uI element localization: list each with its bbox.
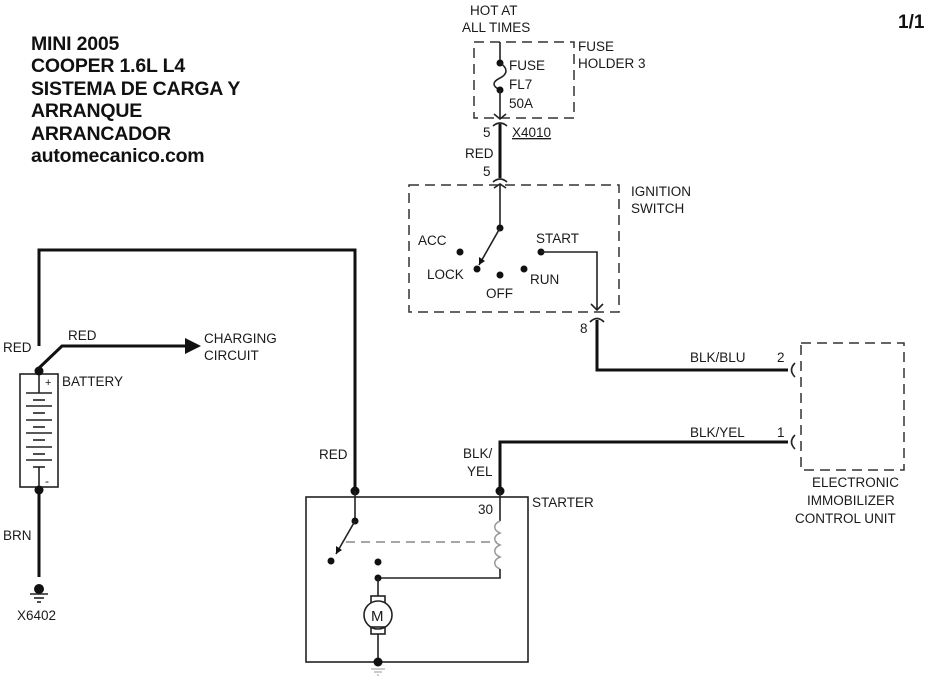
position-start: START (536, 231, 579, 246)
immobilizer-pin-1: 1 (777, 425, 785, 440)
connector-x4010: 5 X4010 RED 5 (465, 113, 551, 189)
connector-male-icon-3 (590, 303, 604, 312)
start-output-lead (541, 251, 598, 310)
battery-cells-icon (26, 375, 52, 486)
charging-wire-label: RED (68, 328, 97, 343)
connector-female-icon-3 (589, 317, 605, 323)
fuse-holder-label-1: FUSE (578, 39, 614, 54)
title-line-vehicle: MINI 2005 (31, 33, 120, 55)
immobilizer-connector-2-icon (790, 362, 796, 378)
charging-circuit-label-2: CIRCUIT (204, 348, 259, 363)
ignition-switch-outline (408, 184, 620, 313)
x4010-pin-bottom: 5 (483, 164, 491, 179)
immobilizer-label-3: CONTROL UNIT (795, 511, 896, 526)
x4010-name: X4010 (512, 125, 551, 140)
wire-label-blk-yel: BLK/YEL (690, 425, 745, 440)
immobilizer-control-unit: ELECTRONIC IMMOBILIZER CONTROL UNIT (795, 342, 905, 526)
fuse-holder-outline (473, 41, 575, 119)
page-number: 1/1 (898, 12, 925, 33)
starter-main-wire-label: RED (319, 447, 348, 462)
starter-outline (305, 496, 529, 663)
hot-at-label: HOT AT (470, 3, 518, 18)
position-off: OFF (486, 286, 513, 301)
battery-wire-top-label: RED (3, 340, 32, 355)
connector-male-icon (493, 113, 507, 121)
fuse-holder-label-2: HOLDER 3 (578, 56, 646, 71)
title-line-component: ARRANCADOR (31, 122, 171, 145)
starter: RED BLK/ YEL STARTER 30 M (305, 446, 594, 676)
contact-acc (456, 248, 464, 256)
fuse-holder: FUSE HOLDER 3 FUSE FL7 50A (473, 39, 646, 119)
wire-red-charging (37, 344, 185, 370)
diagram-title-block: MINI 2005 COOPER 1.6L L4 SISTEMA DE CARG… (31, 33, 240, 167)
fuse-rating: 50A (509, 96, 533, 111)
battery-minus: - (45, 474, 49, 488)
all-times-label: ALL TIMES (462, 20, 530, 35)
ignition-switch-arm (478, 227, 501, 266)
battery-plus: + (45, 377, 51, 389)
battery: RED RED CHARGING CIRCUIT + - BATTERY (3, 248, 357, 623)
wire-blk-yel (498, 440, 788, 491)
ignition-label-1: IGNITION (631, 184, 691, 199)
starter-control-wire-label-2: YEL (467, 464, 493, 479)
immobilizer-connector-1-icon (790, 434, 796, 450)
charging-circuit-label-1: CHARGING (204, 331, 277, 346)
starter-ground-icon (371, 668, 385, 676)
switch-arrow-icon (479, 257, 485, 265)
contact-lock (473, 265, 481, 273)
wire-red-battery-to-starter (37, 248, 357, 491)
starter-control-wire-label-1: BLK/ (463, 446, 493, 461)
motor-symbol: M (371, 608, 384, 625)
ignition-output-pin: 8 (580, 321, 588, 336)
x4010-pin-top: 5 (483, 125, 491, 140)
immobilizer-label-2: IMMOBILIZER (807, 493, 895, 508)
position-lock: LOCK (427, 267, 464, 282)
connector-female-icon-2 (492, 178, 508, 183)
title-line-website: automecanico.com (31, 145, 205, 168)
title-line-system: SISTEMA DE CARGA Y (31, 77, 241, 100)
contact-off (496, 271, 504, 279)
title-line-engine: COOPER 1.6L L4 (31, 55, 185, 78)
solenoid-coil-icon (494, 520, 502, 570)
ground-point-label: X6402 (17, 608, 56, 623)
title-line-system-cont: ARRANQUE (31, 100, 143, 123)
ignition-label-2: SWITCH (631, 201, 684, 216)
fuse-id: FL7 (509, 77, 532, 92)
starter-label: STARTER (532, 495, 594, 510)
position-acc: ACC (418, 233, 447, 248)
immobilizer-outline (800, 342, 905, 471)
starter-terminal-30: 30 (478, 502, 493, 517)
x4010-wire-color: RED (465, 146, 494, 161)
ignition-switch: IGNITION SWITCH ACC LOCK OFF RUN START 8 (408, 184, 691, 336)
motor-contact-top (374, 558, 382, 566)
wire-label-blk-blu: BLK/BLU (690, 350, 746, 365)
solenoid-arrow-icon (336, 546, 342, 554)
ground-icon (30, 584, 48, 603)
connector-female-icon (492, 122, 508, 127)
immobilizer-pin-2: 2 (777, 350, 785, 365)
position-run: RUN (530, 272, 559, 287)
contact-run (520, 265, 528, 273)
wire-blk-blu (595, 320, 788, 372)
ground-wire-label: BRN (3, 528, 32, 543)
fuse-label: FUSE (509, 58, 545, 73)
immobilizer-label-1: ELECTRONIC (812, 475, 899, 490)
fuse-element-icon (493, 62, 507, 91)
battery-positive-terminal (34, 366, 44, 376)
power-source: HOT AT ALL TIMES (462, 3, 530, 35)
starter-ground-terminal (373, 657, 383, 667)
motor-icon (363, 600, 393, 630)
solenoid-contact (327, 557, 335, 565)
arrow-right-icon (185, 338, 201, 354)
battery-label: BATTERY (62, 374, 123, 389)
coil-lead-bottom (378, 569, 501, 579)
